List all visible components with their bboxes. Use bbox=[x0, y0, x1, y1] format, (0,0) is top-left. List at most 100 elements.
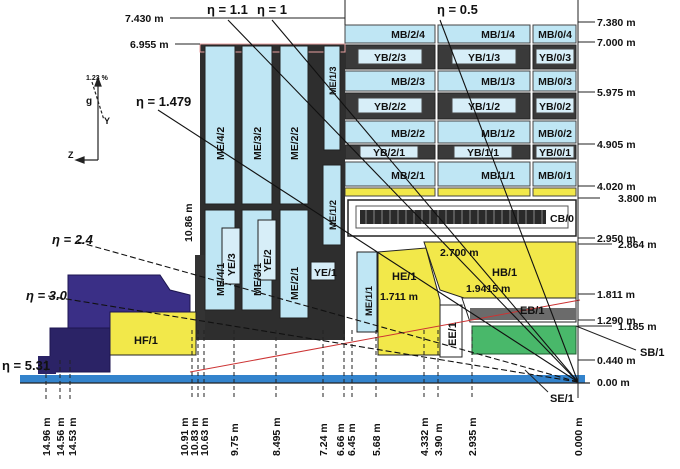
component-label: YB/2/3 bbox=[374, 52, 406, 64]
axis-text: 1.23 % g Y Z bbox=[68, 75, 110, 160]
eta-label: η = 0.5 bbox=[437, 2, 478, 17]
bottom-dim-ticks bbox=[45, 330, 473, 400]
component-label: YB/1/2 bbox=[468, 101, 500, 113]
component-label: MB/2/2 bbox=[391, 128, 425, 140]
component-label: ME/4/2 bbox=[215, 127, 227, 160]
dim-label: 7.380 m bbox=[597, 17, 636, 29]
component-label: ME/1/3 bbox=[328, 66, 338, 95]
component-label: HE/1 bbox=[392, 271, 416, 283]
dim-label: 1.185 m bbox=[618, 321, 657, 333]
dim-label: 4.905 m bbox=[597, 139, 636, 151]
axis-glyph bbox=[74, 76, 105, 164]
component-label: EB/1 bbox=[520, 305, 544, 317]
component-label: YB/2/1 bbox=[373, 147, 405, 159]
yb-0-3-label-box bbox=[535, 48, 575, 65]
dim-label: 4.020 m bbox=[597, 181, 636, 193]
eta-label: η = 3.0 bbox=[26, 288, 68, 303]
dim-label: 5.975 m bbox=[597, 87, 636, 99]
axis-arrow-up-icon bbox=[94, 76, 102, 87]
component-label: ME/2/2 bbox=[289, 127, 301, 160]
eta-label: η = 5.31 bbox=[2, 358, 50, 373]
component-label: ME/4/1 bbox=[215, 263, 227, 296]
component-label: MB/2/1 bbox=[391, 170, 425, 182]
component-label: MB/1/1 bbox=[481, 170, 515, 182]
axis-label: Y bbox=[104, 116, 110, 126]
component-label: YB/1/3 bbox=[468, 52, 500, 64]
inner-dim-text: 2.700 m 1.711 m 1.9415 m bbox=[380, 247, 510, 303]
tracker-region bbox=[471, 325, 577, 355]
mb-1-2-block bbox=[437, 120, 531, 144]
mb-2-4-block bbox=[344, 24, 436, 44]
dim-label: 8.495 m bbox=[271, 417, 283, 456]
yb-1-1-label-box bbox=[453, 145, 513, 159]
dim-label: 7.24 m bbox=[318, 423, 330, 456]
dim-label: 2.935 m bbox=[467, 417, 479, 456]
me-3-2-chamber bbox=[241, 45, 273, 205]
eta-line-1 bbox=[271, 19, 579, 383]
component-label: MB/2/4 bbox=[391, 29, 425, 41]
component-label: YE/3 bbox=[226, 253, 238, 276]
me-4-1-chamber bbox=[204, 209, 236, 311]
barrel-region bbox=[344, 24, 577, 237]
dimension-leaders bbox=[170, 0, 637, 398]
component-label: MB/0/3 bbox=[538, 76, 572, 88]
dim-label: 0.440 m bbox=[597, 355, 636, 367]
dim-label: 6.66 m bbox=[335, 423, 347, 456]
component-label: MB/0/4 bbox=[538, 29, 572, 41]
component-label: YB/0/3 bbox=[539, 52, 571, 64]
component-label: YB/0/1 bbox=[539, 147, 571, 159]
component-label: MB/0/2 bbox=[538, 128, 572, 140]
component-label: ME/2/1 bbox=[289, 267, 301, 300]
eta-label: η = 1.1 bbox=[207, 2, 248, 17]
component-label: EE/1 bbox=[447, 322, 459, 346]
dim-label: 3.90 m bbox=[433, 423, 445, 456]
yb-2-2-label-box bbox=[357, 97, 423, 114]
eb-1-crystals bbox=[470, 308, 576, 320]
coil-hatching bbox=[365, 210, 543, 224]
component-label: MB/1/3 bbox=[481, 76, 515, 88]
endcap-text: ME/4/2 ME/3/2 ME/2/2 ME/1/3 YE/3 YE/2 ME… bbox=[215, 66, 375, 316]
endcap-yoke-foot bbox=[195, 255, 205, 340]
yb-2-3-label-box bbox=[357, 48, 423, 65]
barrel-text: MB/2/4 MB/1/4 MB/0/4 YB/2/3 YB/1/3 YB/0/… bbox=[373, 29, 574, 225]
dim-label: 2.864 m bbox=[618, 239, 657, 251]
yb-1-2-label-box bbox=[451, 97, 517, 114]
mb-2-1-block bbox=[344, 161, 436, 187]
dim-label: 10.83 m bbox=[189, 417, 201, 456]
dim-label: 9.75 m bbox=[229, 423, 241, 456]
ee-1-region bbox=[439, 304, 463, 358]
mb-0-2-block bbox=[532, 120, 577, 144]
component-label: MB/2/3 bbox=[391, 76, 425, 88]
component-label: ME/1/1 bbox=[364, 285, 375, 316]
ye-3-label-box bbox=[221, 227, 241, 285]
mb-0-3-block bbox=[532, 70, 577, 92]
component-label: YB/1/1 bbox=[467, 147, 499, 159]
dim-label: 7.000 m bbox=[597, 37, 636, 49]
eta-line-2-4 bbox=[77, 241, 579, 383]
envelope-line bbox=[189, 299, 581, 373]
yb-0-2-label-box bbox=[535, 97, 575, 114]
dim-label: 10.63 m bbox=[199, 417, 211, 456]
dim-label: 10.86 m bbox=[183, 203, 195, 242]
rpc-0-strip bbox=[532, 187, 577, 197]
left-dim-text: 7.430 m 6.955 m 10.86 m bbox=[125, 13, 195, 242]
me-4-2-chamber bbox=[204, 45, 236, 205]
ye-1-label-box bbox=[310, 261, 336, 281]
axis-arrow-left-icon bbox=[74, 156, 85, 164]
ye-2-label-box bbox=[257, 219, 277, 281]
dim-label: 3.800 m bbox=[618, 193, 657, 205]
me-1-1-chamber bbox=[356, 251, 378, 333]
bottom-dim-text: 14.96 m 14.56 m 14.53 m 10.91 m 10.83 m … bbox=[41, 417, 585, 456]
component-label: HF/1 bbox=[134, 335, 158, 347]
rpc-2-strip bbox=[344, 187, 436, 197]
dim-label: 1.9415 m bbox=[466, 283, 510, 295]
component-label: SE/1 bbox=[550, 393, 574, 405]
component-label: MB/0/1 bbox=[538, 170, 572, 182]
component-label: YE/1 bbox=[314, 267, 337, 279]
dim-label: 14.53 m bbox=[67, 417, 79, 456]
yb-0-1-label-box bbox=[535, 145, 575, 159]
axis-label: 1.23 % bbox=[86, 75, 109, 82]
dim-label: 1.811 m bbox=[597, 289, 635, 301]
